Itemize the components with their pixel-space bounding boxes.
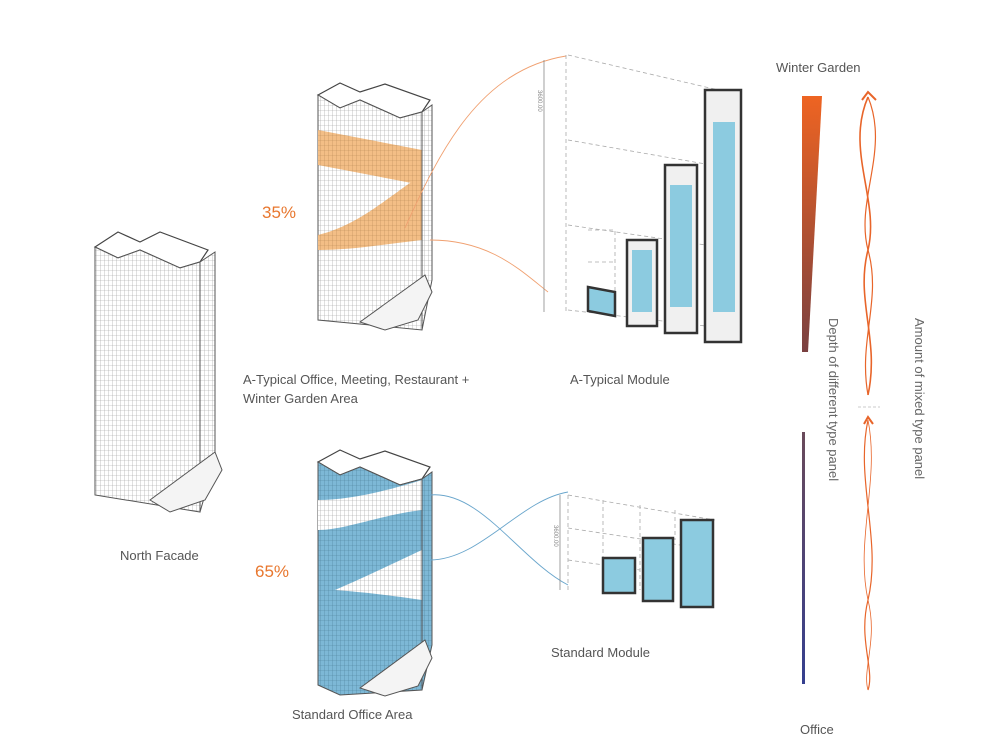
atypical-percentage: 35% [262, 203, 297, 222]
office-label: Office [800, 722, 834, 737]
depth-axis-label: Depth of different type panel [826, 318, 841, 482]
atypical-area-label-line2: Winter Garden Area [243, 391, 358, 406]
standard-dimension-label: 3600.00 [552, 525, 558, 547]
standard-module-label: Standard Module [551, 645, 651, 660]
north-facade-label: North Facade [120, 548, 199, 563]
atypical-dimension-label: 3600.00 [536, 90, 542, 112]
atypical-module [543, 54, 743, 344]
mixed-panel-curves [858, 90, 880, 691]
standard-area-label: Standard Office Area [292, 707, 413, 722]
winter-garden-label: Winter Garden [776, 60, 861, 75]
standard-module [559, 494, 716, 609]
atypical-tower [316, 82, 433, 331]
depth-scale [802, 96, 822, 684]
mixed-axis-label: Amount of mixed type panel [912, 318, 927, 480]
connector-lines [404, 55, 569, 586]
north-facade-tower [93, 231, 223, 513]
standard-percentage: 65% [255, 562, 290, 581]
atypical-area-label-line1: A-Typical Office, Meeting, Restaurant + [243, 372, 470, 387]
atypical-module-label: A-Typical Module [570, 372, 670, 387]
standard-tower [316, 449, 433, 697]
